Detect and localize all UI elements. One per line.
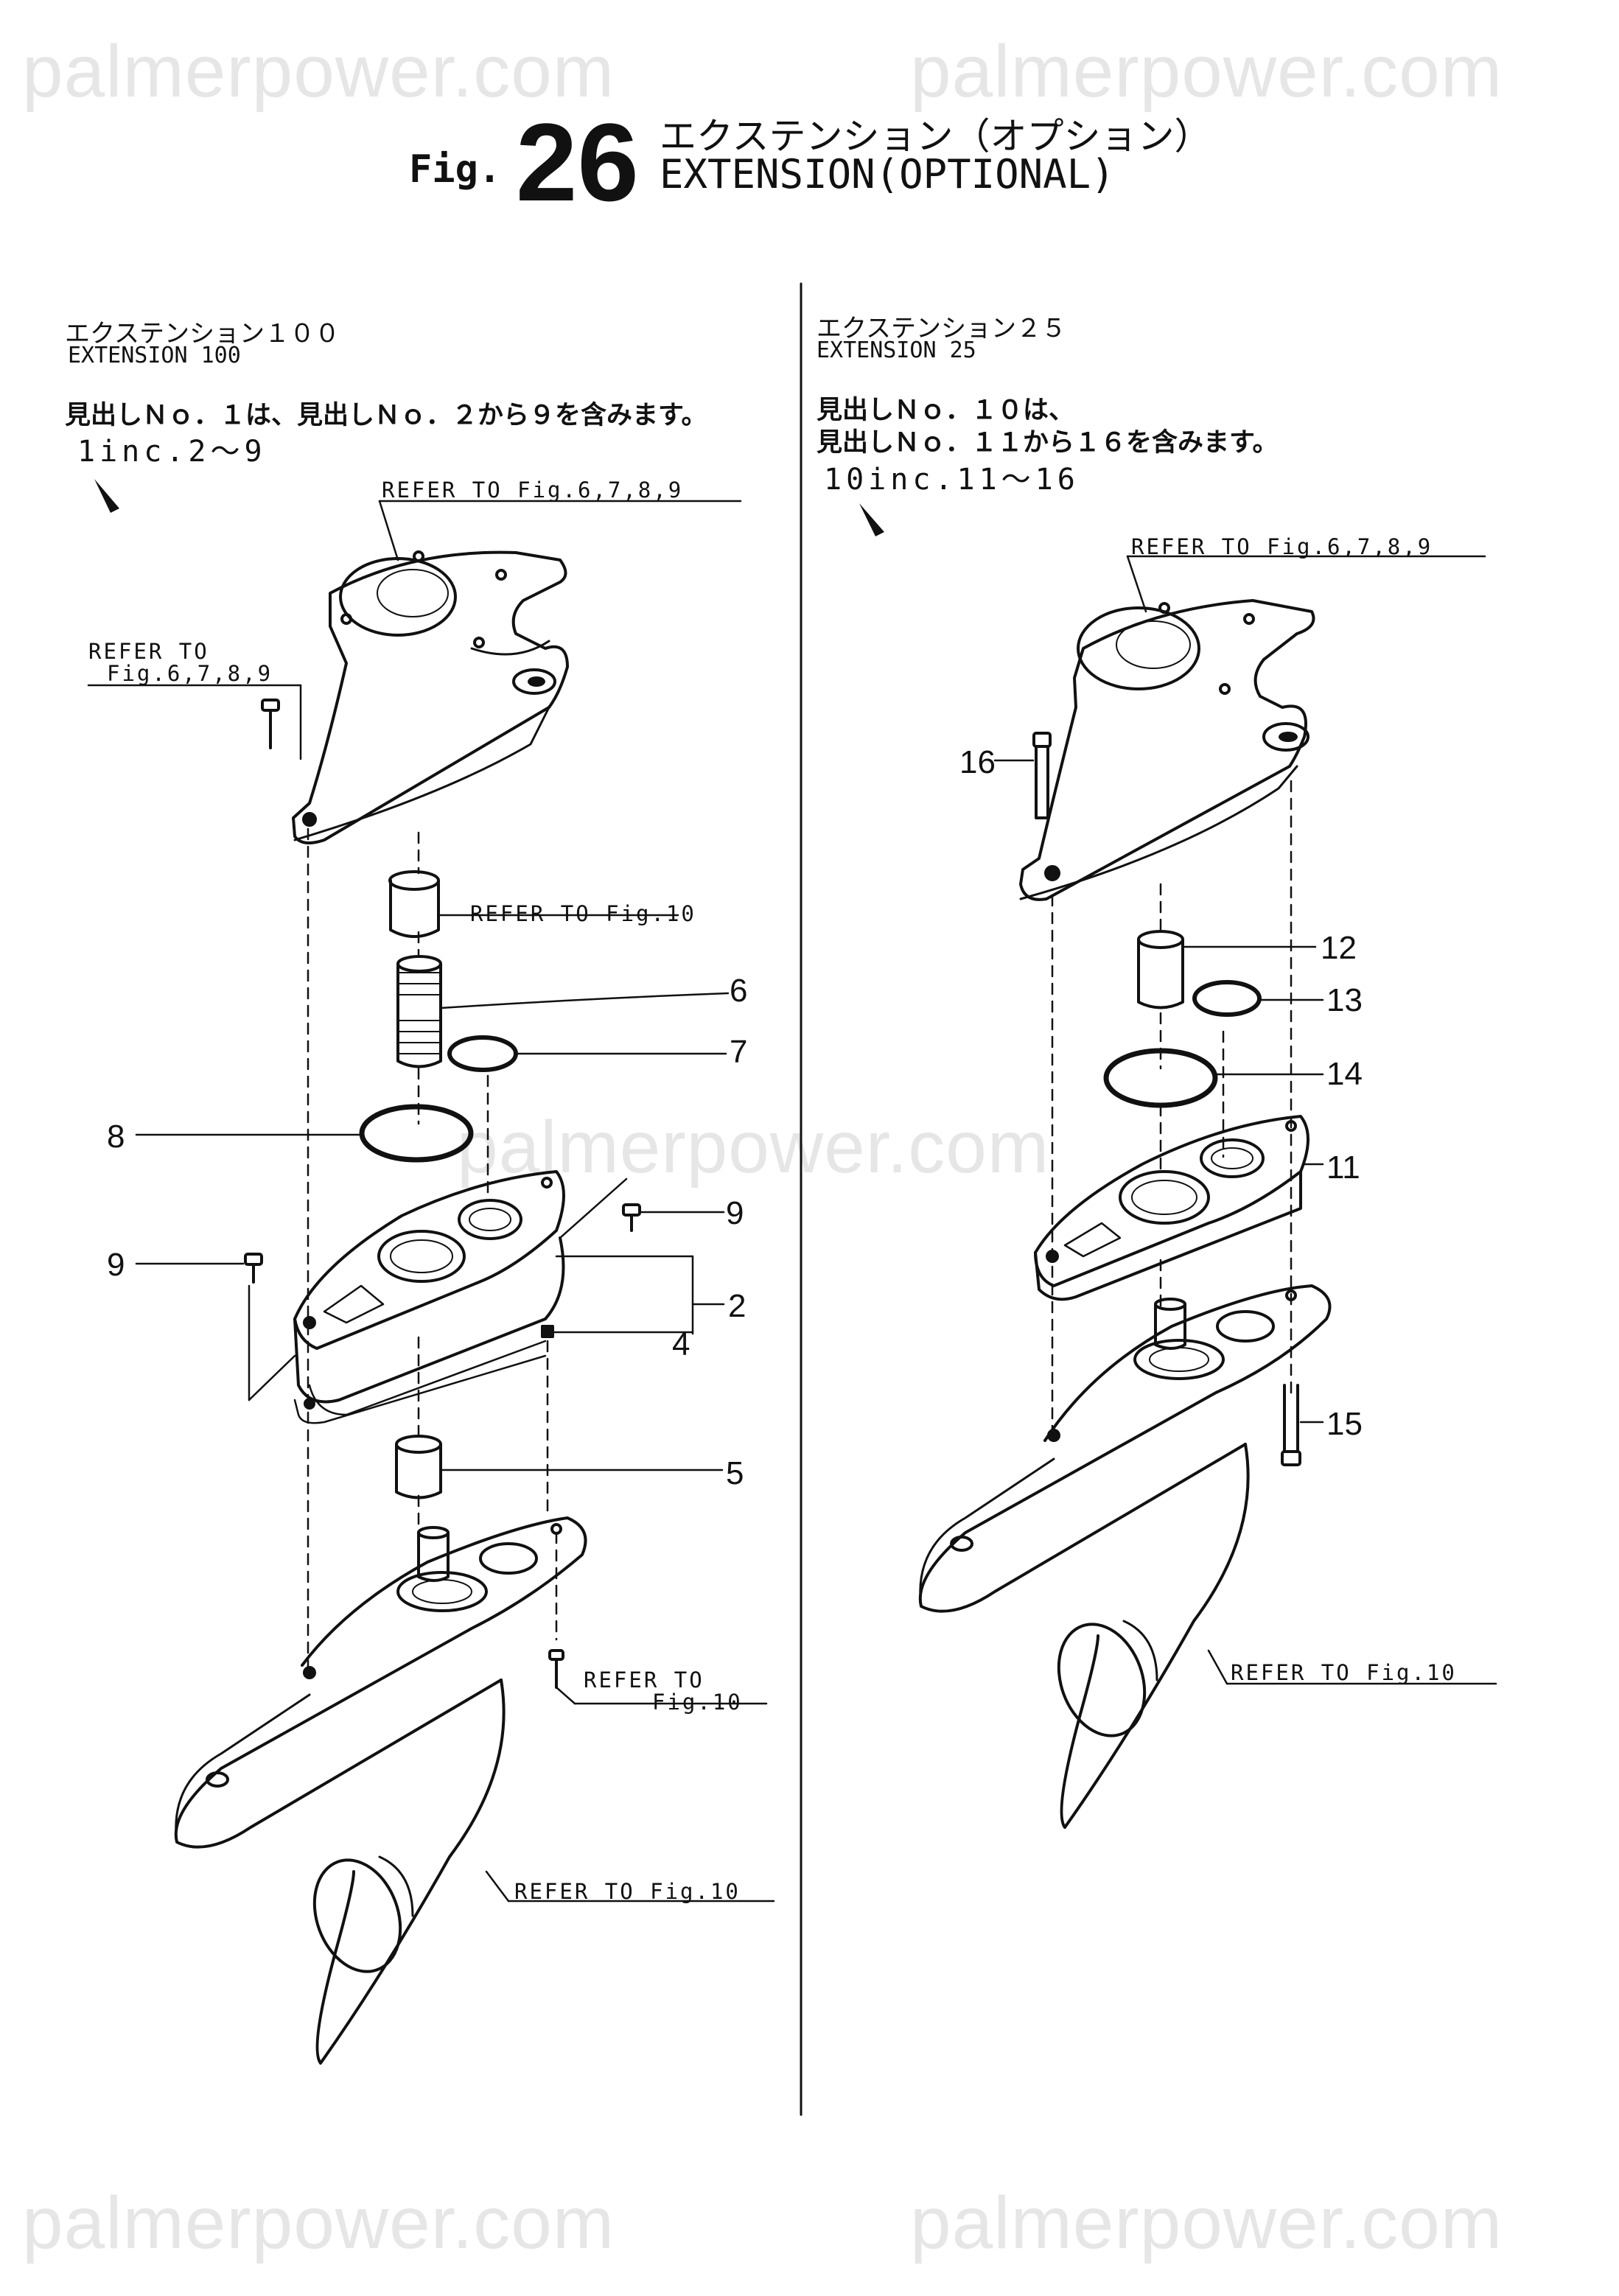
left-shaft-6 bbox=[396, 955, 730, 1068]
callout-9-right: 9 bbox=[726, 1195, 744, 1231]
right-heading-en: EXTENSION 25 bbox=[817, 337, 976, 363]
left-bolt-9-left bbox=[135, 1253, 296, 1401]
callout-8: 8 bbox=[107, 1119, 125, 1155]
right-ref-top-leader bbox=[1126, 555, 1147, 613]
left-heading-jp: エクステンション１００ bbox=[65, 319, 340, 349]
left-ref-top-leader bbox=[378, 500, 399, 561]
callout-15: 15 bbox=[1326, 1406, 1363, 1442]
callout-16: 16 bbox=[959, 744, 996, 780]
right-oring-13 bbox=[1192, 980, 1324, 1017]
figure-title-en: EXTENSION(OPTIONAL) bbox=[660, 151, 1115, 197]
left-ref-lower-line1: REFER TO bbox=[584, 1667, 704, 1693]
callout-2: 2 bbox=[728, 1288, 746, 1324]
figure-label: Fig. bbox=[409, 147, 502, 192]
watermark-top-left: palmerpower.com bbox=[22, 30, 615, 113]
right-bushing-12 bbox=[1137, 930, 1317, 1009]
right-bolt-15 bbox=[1281, 1384, 1324, 1466]
right-bolt-16 bbox=[993, 732, 1052, 819]
right-ref-top: REFER TO Fig.6,7,8,9 bbox=[1131, 534, 1433, 559]
callout-6: 6 bbox=[730, 973, 748, 1009]
callout-5: 5 bbox=[726, 1455, 744, 1491]
left-ref-bottom: REFER TO Fig.10 bbox=[514, 1879, 741, 1904]
left-bracket-2 bbox=[551, 1255, 725, 1335]
left-heading-en: EXTENSION 100 bbox=[68, 343, 241, 368]
callout-7: 7 bbox=[730, 1034, 748, 1070]
right-note-inc: 10inc.11～16 bbox=[824, 463, 1080, 497]
left-extension-housing bbox=[293, 1170, 565, 1424]
left-ref-bolt-line1: REFER TO bbox=[88, 639, 209, 664]
right-heading-jp: エクステンション２５ bbox=[817, 314, 1066, 343]
right-oring-14 bbox=[1103, 1048, 1324, 1108]
left-lower-bushing-5 bbox=[395, 1435, 724, 1499]
left-ref-mid: REFER TO Fig.10 bbox=[470, 901, 696, 926]
left-note-jp: 見出しＮｏ．１は、見出しＮｏ．２から９を含みます。 bbox=[65, 401, 707, 430]
left-ref-lower-line2: Fig.10 bbox=[652, 1690, 743, 1715]
left-ref-top: REFER TO Fig.6,7,8,9 bbox=[382, 477, 684, 503]
left-bolt-9-right bbox=[559, 1177, 725, 1239]
right-note-jp-line1: 見出しＮｏ．１０は、 bbox=[817, 396, 1075, 425]
left-note-inc: 1inc.2～9 bbox=[77, 435, 267, 469]
watermark-center: palmerpower.com bbox=[457, 1106, 1050, 1189]
figure-number: 26 bbox=[516, 100, 639, 224]
figure-title-jp: エクステンション（オプション） bbox=[660, 115, 1211, 158]
left-plug-4 bbox=[541, 1325, 554, 1338]
watermark-top-right: palmerpower.com bbox=[910, 30, 1503, 113]
left-lower-unit bbox=[174, 1516, 587, 2065]
callout-11: 11 bbox=[1326, 1149, 1360, 1186]
watermark-bottom-left: palmerpower.com bbox=[22, 2182, 615, 2264]
left-upper-housing bbox=[292, 550, 569, 844]
callout-9-left: 9 bbox=[107, 1247, 125, 1283]
left-ref-bolt-line2: Fig.6,7,8,9 bbox=[107, 661, 273, 686]
left-lower-bolt bbox=[548, 1649, 768, 1705]
callout-13: 13 bbox=[1326, 982, 1363, 1018]
left-oring-7 bbox=[447, 1035, 727, 1072]
callout-14: 14 bbox=[1326, 1056, 1363, 1092]
right-upper-housing bbox=[1019, 599, 1315, 901]
left-upper-bolt bbox=[87, 684, 302, 760]
watermark-bottom-right: palmerpower.com bbox=[910, 2182, 1503, 2264]
right-note-jp-line2: 見出しＮｏ．１１から１６を含みます。 bbox=[817, 428, 1279, 458]
right-ref-bottom: REFER TO Fig.10 bbox=[1231, 1660, 1457, 1685]
left-upper-bushing bbox=[388, 870, 679, 938]
left-oring-8 bbox=[135, 1104, 474, 1163]
right-direction-arrow-icon bbox=[859, 503, 884, 536]
callout-12: 12 bbox=[1321, 930, 1357, 966]
right-lower-unit bbox=[918, 1284, 1497, 1829]
left-direction-arrow-icon bbox=[94, 479, 119, 513]
right-alignment-lines bbox=[1051, 780, 1293, 1442]
right-extension-housing-11 bbox=[1034, 1115, 1324, 1301]
